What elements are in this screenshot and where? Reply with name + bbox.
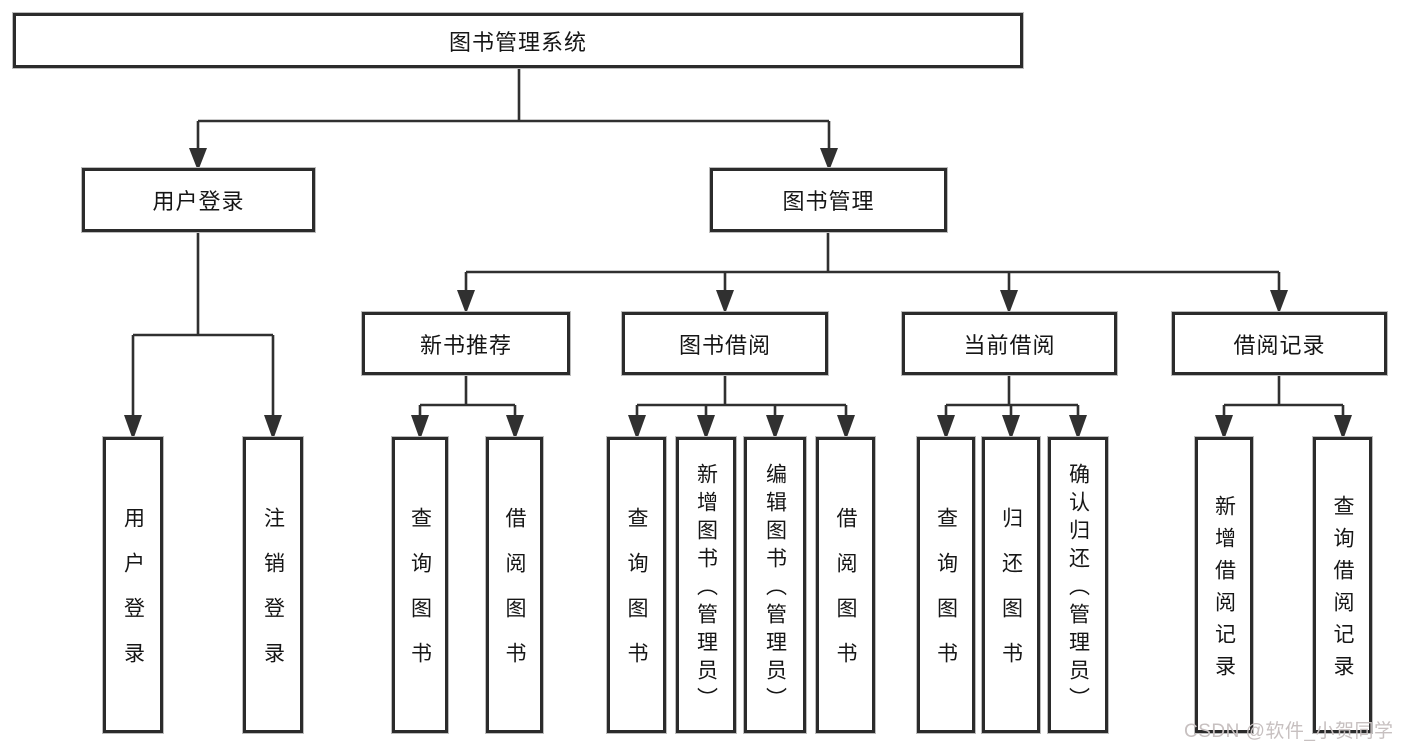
node-book-management: 图书管理 xyxy=(710,168,947,232)
leaf-label: 查询借阅记录 xyxy=(1331,494,1354,687)
node-root: 图书管理系统 xyxy=(13,13,1023,68)
leaf-borrow-books-1: 借阅图书 xyxy=(486,437,543,733)
arrowhead xyxy=(457,290,475,314)
arrowhead xyxy=(837,415,855,440)
node-borrow-records: 借阅记录 xyxy=(1172,312,1387,375)
arrowhead xyxy=(264,415,282,440)
edge-records-to-leaves xyxy=(1222,375,1345,417)
leaf-label: 新增借阅记录 xyxy=(1212,494,1236,687)
edge-current-to-leaves xyxy=(944,375,1080,417)
arrowhead xyxy=(1000,290,1018,314)
leaf-label: 借阅图书 xyxy=(503,507,526,687)
arrowhead xyxy=(820,148,838,171)
node-new-book-recommend: 新书推荐 xyxy=(362,312,570,375)
arrowhead xyxy=(628,415,646,440)
arrowhead xyxy=(697,415,715,440)
node-current-borrow: 当前借阅 xyxy=(902,312,1117,375)
edge-borrow-to-leaves xyxy=(635,375,848,417)
leaf-query-borrow-record: 查询借阅记录 xyxy=(1313,437,1372,733)
arrowhead xyxy=(1215,415,1233,440)
arrowhead xyxy=(1270,290,1288,314)
leaf-query-books-1: 查询图书 xyxy=(392,437,448,733)
leaf-borrow-books-2: 借阅图书 xyxy=(816,437,875,733)
arrowhead xyxy=(1069,415,1087,440)
edge-bookmgmt-to-level3 xyxy=(464,232,1281,292)
leaf-label: 查询图书 xyxy=(934,507,958,687)
edge-newbook-to-leaves xyxy=(418,375,517,417)
csdn-watermark: CSDN @软件_小贺同学 xyxy=(1184,721,1394,742)
arrowhead xyxy=(766,415,784,440)
leaf-logout: 注销登录 xyxy=(243,437,303,733)
leaf-label: 注销登录 xyxy=(261,507,285,687)
arrowhead xyxy=(1334,415,1352,440)
leaf-user-login: 用户登录 xyxy=(103,437,163,733)
arrowhead xyxy=(937,415,955,440)
leaf-label: 归还图书 xyxy=(999,507,1023,687)
leaf-edit-book-admin: 编辑图书（管理员） xyxy=(744,437,806,733)
arrowhead xyxy=(189,148,207,171)
edge-userlogin-to-leaves xyxy=(131,232,275,417)
arrowhead xyxy=(124,415,142,440)
leaf-label: 借阅图书 xyxy=(834,507,857,687)
arrowhead xyxy=(1002,415,1020,440)
leaf-label: 查询图书 xyxy=(408,507,432,687)
leaf-add-borrow-record: 新增借阅记录 xyxy=(1195,437,1253,733)
edge-root-to-level2 xyxy=(196,68,831,150)
leaf-label: 编辑图书（管理员） xyxy=(763,462,787,715)
leaf-label: 新增图书（管理员） xyxy=(694,462,718,715)
node-user-login: 用户登录 xyxy=(82,168,315,232)
node-book-borrow: 图书借阅 xyxy=(622,312,828,375)
leaf-label: 确认归还（管理员） xyxy=(1066,462,1090,715)
arrowhead xyxy=(716,290,734,314)
arrowhead xyxy=(411,415,429,440)
leaf-label: 查询图书 xyxy=(625,507,648,687)
leaf-query-books-3: 查询图书 xyxy=(917,437,975,733)
leaf-return-books: 归还图书 xyxy=(982,437,1040,733)
leaf-confirm-return-admin: 确认归还（管理员） xyxy=(1048,437,1108,733)
arrowhead xyxy=(506,415,524,440)
leaf-query-books-2: 查询图书 xyxy=(607,437,666,733)
leaf-label: 用户登录 xyxy=(121,507,145,687)
leaf-add-book-admin: 新增图书（管理员） xyxy=(676,437,736,733)
